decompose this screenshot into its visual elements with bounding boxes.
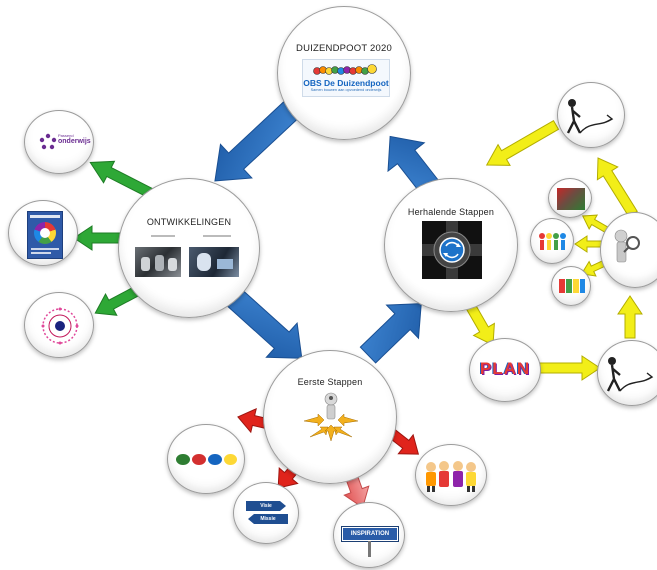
missie-sign: Missie [248,514,288,524]
magnifier-figure-icon [614,229,640,263]
inspiration-sign: INSPIRATION [342,527,398,541]
arrow-yellow-walker-to-search [617,295,643,339]
walking-figure-icon [566,99,614,134]
node-search-figure[interactable] [600,212,657,288]
group-photo [557,188,585,210]
node-duizendpoot-2020[interactable]: DUIZENDPOOT 2020 OBS De Duizendpoot Same… [277,6,411,140]
node-plan[interactable]: PLAN [469,338,541,402]
logo-line2: onderwijs [58,138,91,145]
arrow-eerste-to-herhalende [359,303,422,364]
sign-post [368,541,371,557]
photo-technology [189,247,239,277]
arrow-duizendpoot-to-ontwikkelingen [214,101,300,182]
node-walker-top[interactable] [557,82,625,148]
node-herhalende-stappen[interactable]: Herhalende Stappen [384,178,518,312]
arrow-yellow-plan-to-walker [539,355,601,381]
photo-classroom [135,247,181,277]
walking-figure-icon [606,357,654,392]
visie-sign: Visie [246,501,286,511]
caption-right [203,235,231,237]
logo-text: OBS De Duizendpoot [303,78,389,88]
node-ontwikkelingen[interactable]: ONTWIKKELINGEN [118,178,260,318]
node-visie-missie[interactable]: Visie Missie [233,482,299,544]
people-group-icon [426,461,476,492]
node-circle-diagram[interactable] [24,292,94,358]
node-title: Eerste Stappen [297,377,363,387]
arrow-yellow-search-to-top [596,157,638,218]
node-colored-letters[interactable] [551,266,591,306]
node-title: Herhalende Stappen [407,207,495,217]
node-people[interactable] [415,444,487,506]
node-figures-color[interactable] [530,218,574,264]
node-passend-onderwijs[interactable]: Passend onderwijs [24,110,94,174]
dot-red [192,454,206,465]
logo-subtext: Samen bouwen aan opvoedend onderwijs [310,88,382,92]
figures-row [539,233,569,251]
circular-diagram-icon [41,307,79,345]
node-eerste-stappen[interactable]: Eerste Stappen [263,350,397,484]
node-photo-group[interactable] [548,178,592,218]
colored-blocks [559,279,585,293]
node-walker-bottom[interactable] [597,340,657,406]
crossroads-figure-icon [303,392,359,442]
arrow-yellow-top-to-herhalende [485,119,560,166]
node-inspiration[interactable]: INSPIRATION [333,502,405,568]
node-title: ONTWIKKELINGEN [146,217,232,227]
logo-line1: Passend [58,133,74,138]
node-color-dots[interactable] [167,424,245,494]
star-logo-icon [39,133,57,150]
node-title: DUIZENDPOOT 2020 [296,43,392,54]
duizendpoot-logo: OBS De Duizendpoot Samen bouwen aan opvo… [302,59,390,97]
dot-blue [208,454,222,465]
dot-green [176,454,190,465]
roundabout-icon [422,221,482,279]
plan-label: PLAN [479,359,531,378]
node-poster[interactable] [8,200,78,266]
dot-yellow [224,454,237,465]
caption-left [151,235,175,237]
caterpillar-icon [313,64,377,75]
poster-image [27,211,63,259]
